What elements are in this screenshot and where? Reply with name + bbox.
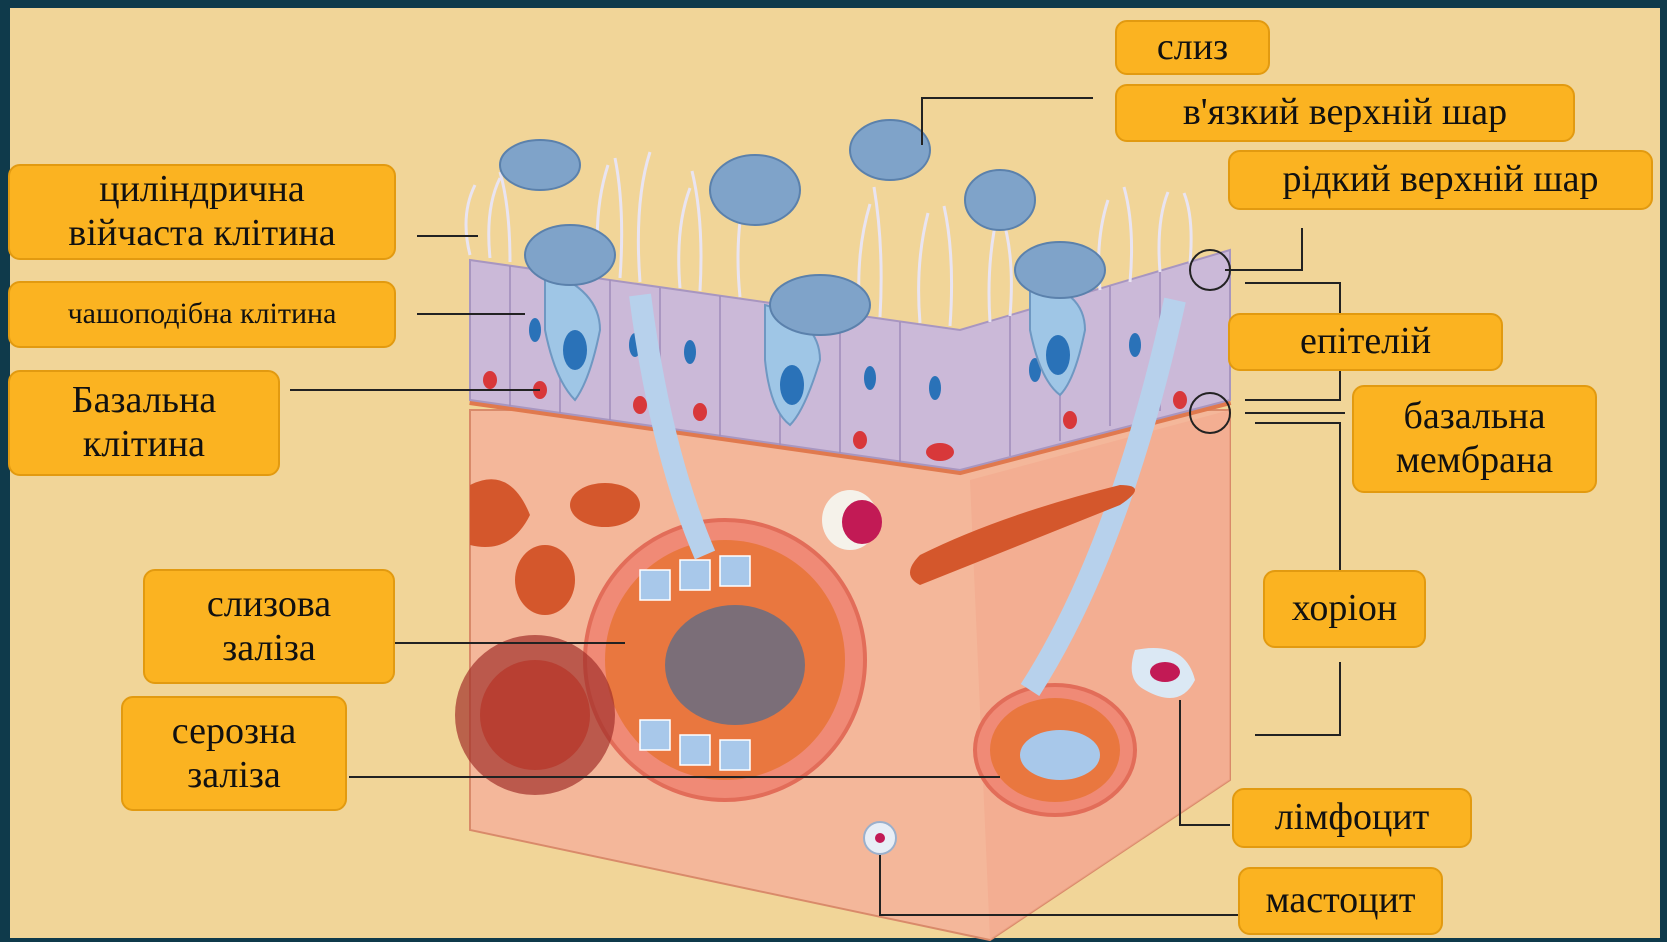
chorion-cell-nucleus bbox=[842, 500, 882, 544]
label-mucous-gland: слизова заліза bbox=[143, 569, 395, 684]
label-lymphocyte: лімфоцит bbox=[1232, 788, 1472, 848]
label-basal-cell: Базальна клітина bbox=[8, 370, 280, 476]
label-chorion: хоріон bbox=[1263, 570, 1426, 648]
label-mucus: слиз bbox=[1115, 20, 1270, 75]
mucous-gland bbox=[585, 520, 865, 800]
lymphocyte-nucleus bbox=[1150, 662, 1180, 682]
label-liquid-layer: рідкий верхній шар bbox=[1228, 150, 1653, 210]
label-ciliated-cell: циліндрична війчаста клітина bbox=[8, 164, 396, 260]
mastocyte-nucleus bbox=[875, 833, 885, 843]
label-basal-membrane: базальна мембрана bbox=[1352, 385, 1597, 493]
serous-gland bbox=[975, 685, 1135, 815]
label-serous-gland: серозна заліза bbox=[121, 696, 347, 811]
label-mastocyte: мастоцит bbox=[1238, 867, 1443, 935]
label-viscous-layer: в'язкий верхній шар bbox=[1115, 84, 1575, 142]
label-goblet-cell: чашоподібна клітина bbox=[8, 281, 396, 348]
label-epithelium: епітелій bbox=[1228, 313, 1503, 371]
